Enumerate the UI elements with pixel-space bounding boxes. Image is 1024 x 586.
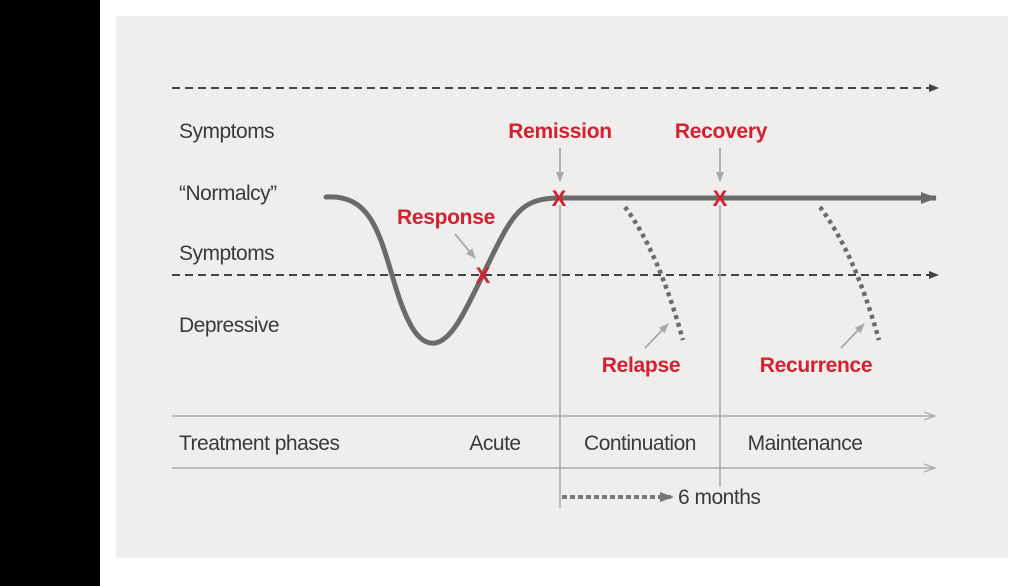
normalcy-label: “Normalcy” bbox=[179, 182, 277, 205]
phase-maintenance: Maintenance bbox=[748, 432, 863, 455]
symptoms-mid-label: Symptoms bbox=[179, 242, 274, 265]
relapse-curve bbox=[623, 205, 686, 341]
treatment-phases-label: Treatment phases bbox=[179, 432, 339, 455]
recurrence-pointer bbox=[840, 323, 865, 349]
depression-curve bbox=[323, 194, 563, 346]
symptoms-top-label: Symptoms bbox=[179, 120, 274, 143]
response-pointer bbox=[454, 233, 476, 259]
recovery-label: Recovery bbox=[675, 120, 768, 143]
response-label: Response bbox=[397, 206, 495, 229]
relapse-label: Relapse bbox=[602, 354, 680, 377]
recurrence-curve bbox=[818, 205, 882, 341]
remission-marker: X bbox=[552, 186, 567, 211]
phase-acute: Acute bbox=[469, 432, 520, 455]
response-marker: X bbox=[476, 263, 491, 288]
recurrence-label: Recurrence bbox=[760, 354, 873, 377]
phase-continuation: Continuation bbox=[584, 432, 696, 455]
six-months-label: 6 months bbox=[678, 486, 760, 509]
relapse-pointer bbox=[644, 323, 669, 349]
recovery-marker: X bbox=[713, 186, 728, 211]
depressive-label: Depressive bbox=[179, 314, 279, 337]
remission-label: Remission bbox=[508, 120, 612, 143]
